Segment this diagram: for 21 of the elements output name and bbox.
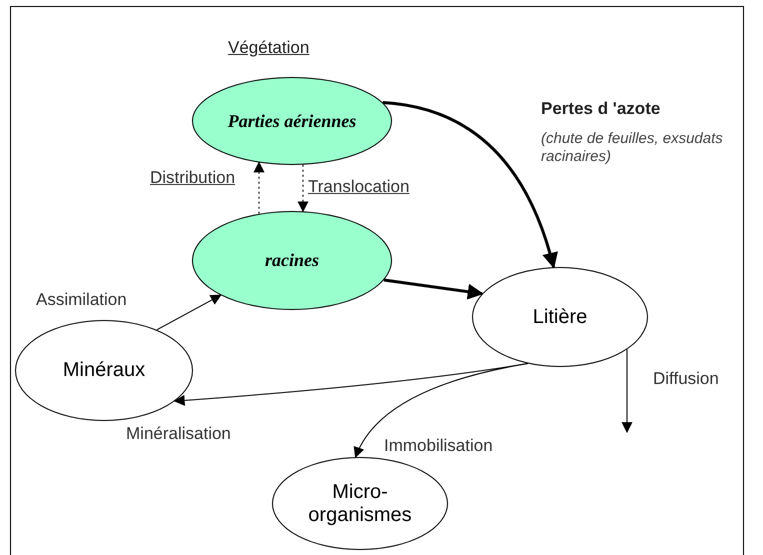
node-label: racines bbox=[264, 250, 320, 271]
note-text: (chute de feuilles, exsudats racinaires) bbox=[541, 130, 724, 166]
arrow bbox=[622, 348, 632, 434]
node-label: Litière bbox=[532, 306, 588, 328]
arrow bbox=[382, 101, 558, 269]
edge-label: Immobilisation bbox=[384, 436, 493, 456]
group-label: Végétation bbox=[228, 38, 310, 58]
arrow bbox=[384, 278, 484, 300]
edge-label: Assimilation bbox=[36, 290, 127, 310]
edge-label: Diffusion bbox=[653, 369, 719, 390]
arrow bbox=[156, 294, 222, 330]
arrow bbox=[354, 363, 528, 458]
edge-label: Minéralisation bbox=[126, 424, 231, 444]
node-label: Micro- organismes bbox=[307, 480, 413, 526]
edge-label: Distribution bbox=[150, 168, 236, 188]
heading-label: Pertes d 'azote bbox=[541, 99, 660, 120]
arrow bbox=[298, 164, 308, 212]
edge-label: Translocation bbox=[308, 177, 410, 198]
arrow bbox=[254, 161, 264, 214]
node-label: Minéraux bbox=[62, 359, 146, 382]
node-label: Parties aériennes bbox=[226, 110, 358, 132]
